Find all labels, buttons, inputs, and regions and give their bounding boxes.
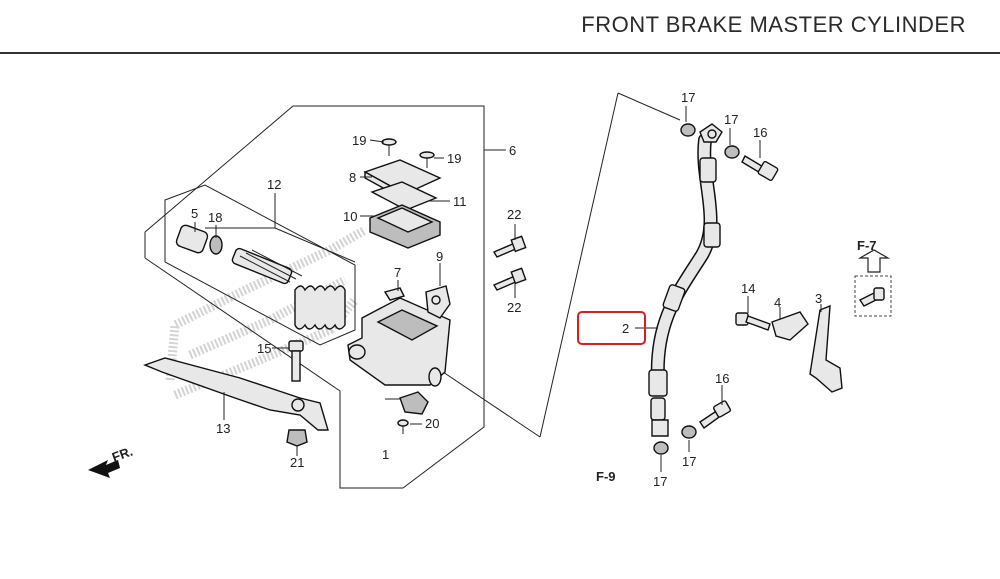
diagram-title: FRONT BRAKE MASTER CYLINDER [581, 12, 966, 37]
title-rule [0, 52, 1000, 54]
label-part-16-top: 16 [753, 125, 767, 140]
assembly-frame-12 [164, 184, 356, 346]
screw-20 [397, 419, 409, 434]
part-12-piston [231, 247, 303, 285]
plate-11 [370, 181, 438, 211]
label-part-22-top: 22 [507, 207, 521, 222]
label-part-22-bottom: 22 [507, 300, 521, 315]
label-part-13: 13 [216, 421, 230, 436]
label-part-1: 1 [382, 447, 389, 462]
ref-fr: FR. [110, 444, 135, 465]
label-part-21: 21 [290, 455, 304, 470]
label-part-12: 12 [267, 177, 281, 192]
leader-lines [194, 106, 822, 472]
label-part-17-bottom-left: 17 [653, 474, 667, 489]
part-18-circlip [209, 235, 223, 255]
label-part-19-right: 19 [447, 151, 461, 166]
reference-labels: F-7 F-9 FR. [110, 238, 877, 484]
bolt-15 [288, 340, 304, 382]
hose-callout-wedge [439, 92, 681, 438]
label-part-3: 3 [815, 291, 822, 306]
label-part-4: 4 [774, 295, 781, 310]
label-part-5: 5 [191, 206, 198, 221]
screw-19b [419, 151, 435, 168]
label-part-11: 11 [453, 194, 467, 209]
label-part-20: 20 [425, 416, 439, 431]
label-part-6: 6 [509, 143, 516, 158]
f7-bolt-box [854, 249, 892, 317]
label-part-8: 8 [349, 170, 356, 185]
label-part-14: 14 [741, 281, 755, 296]
ref-f9: F-9 [596, 469, 616, 484]
bracket-3 [809, 304, 843, 393]
label-part-17-top-right: 17 [724, 112, 738, 127]
diaphragm-10 [369, 204, 441, 249]
label-part-7: 7 [394, 265, 401, 280]
label-part-2: 2 [622, 321, 629, 336]
part-5-cup [175, 224, 209, 254]
washer-17b [724, 145, 740, 159]
bolt-16b [699, 400, 732, 429]
label-part-17-bottom-right: 17 [682, 454, 696, 469]
bolt-16a [741, 155, 779, 182]
washer-17d [653, 441, 669, 455]
label-part-10: 10 [343, 209, 357, 224]
fr-direction-arrow [88, 460, 120, 478]
label-part-18: 18 [208, 210, 222, 225]
brake-hose-2 [648, 123, 723, 437]
clamp-9 [425, 285, 451, 319]
label-part-9: 9 [436, 249, 443, 264]
nut-21 [286, 429, 308, 447]
label-part-19-left: 19 [352, 133, 366, 148]
brake-lever-13 [143, 357, 329, 431]
bolt-14 [735, 312, 771, 331]
pin-7 [383, 287, 406, 301]
bolt-22a [492, 235, 527, 258]
switch-1 [399, 391, 429, 415]
label-part-17-top-left: 17 [681, 90, 695, 105]
label-part-15: 15 [257, 341, 271, 356]
screw-19a [381, 138, 397, 156]
assembly-frame-6 [144, 105, 485, 489]
ref-f7: F-7 [857, 238, 877, 253]
washer-17a [680, 123, 696, 137]
clip-4 [771, 311, 809, 341]
bolt-22b [492, 267, 527, 291]
washer-17c [681, 425, 697, 439]
master-cylinder-body [347, 297, 451, 387]
label-part-16-bottom: 16 [715, 371, 729, 386]
highlight-box-part-2 [577, 311, 646, 345]
piston-spring [294, 285, 346, 330]
part-labels: 1 2 3 4 5 6 7 8 9 10 11 12 13 14 15 16 1… [191, 90, 822, 489]
